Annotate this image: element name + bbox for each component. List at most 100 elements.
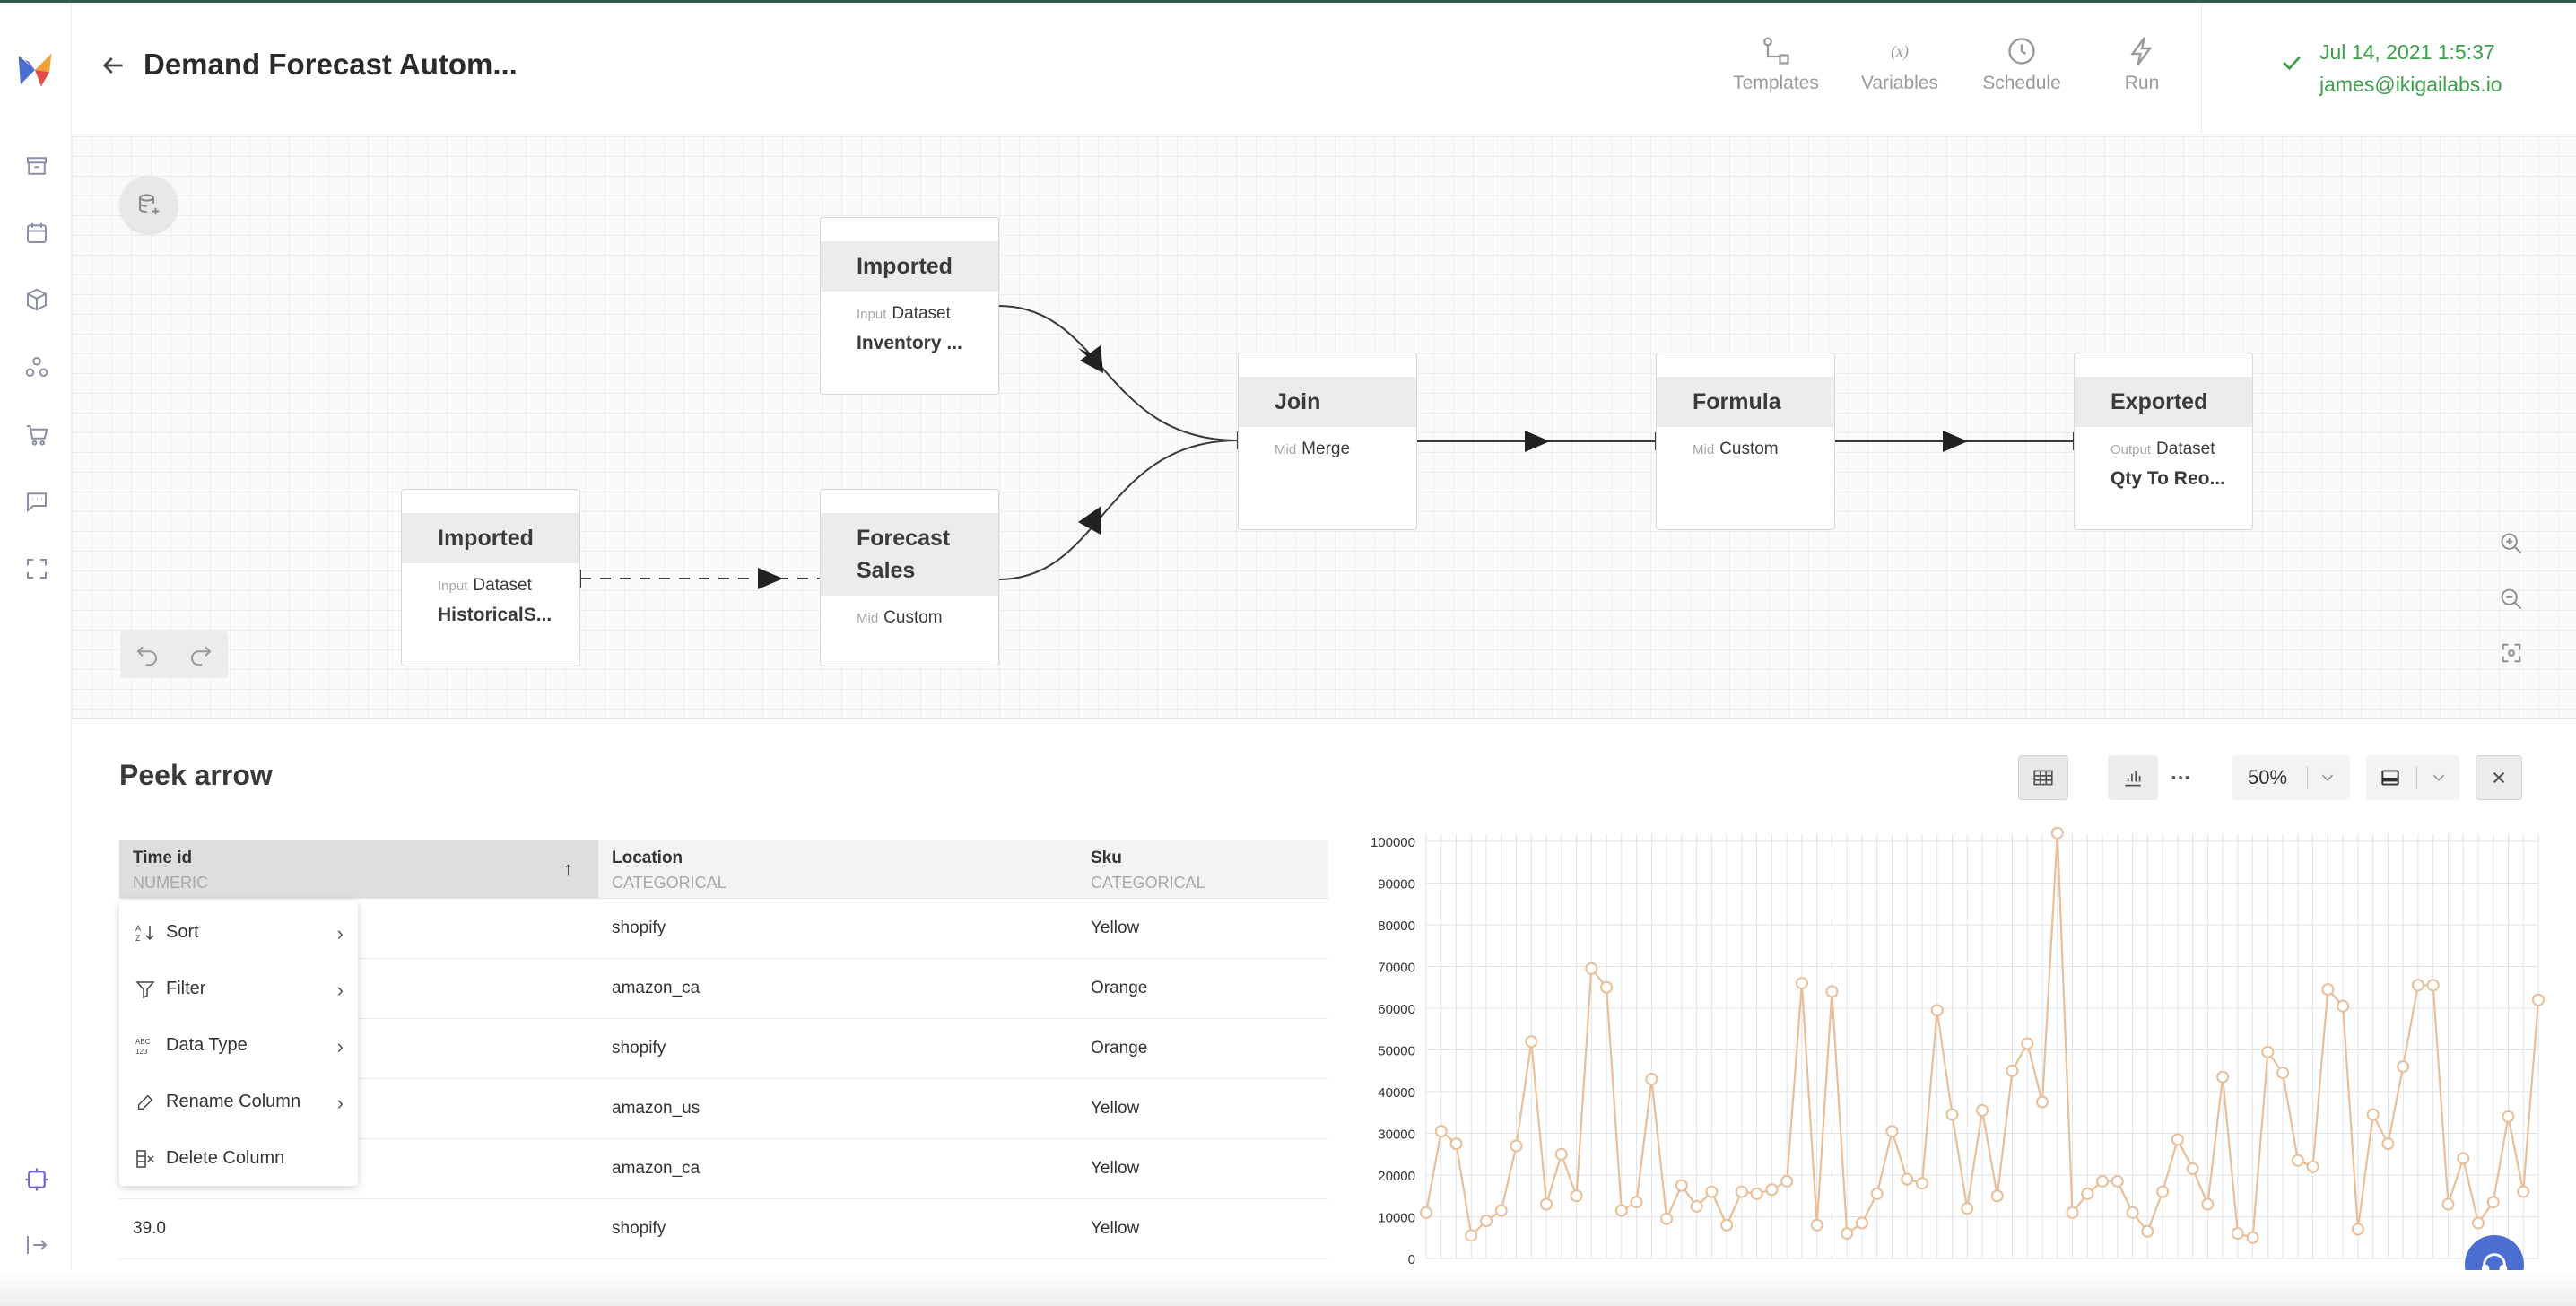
zoom-out-icon[interactable] [2493,581,2529,617]
chat-icon[interactable] [22,486,52,517]
redo-icon[interactable] [187,641,214,668]
cart-icon[interactable] [22,420,52,450]
more-options-button[interactable] [2158,755,2203,800]
data-point [1434,1125,1448,1138]
data-point [1930,1004,1944,1017]
data-point [2171,1133,2184,1146]
table-header: Time id NUMERIC ↑ Location CATEGORICAL S… [119,840,1328,899]
cell-location: amazon_ca [612,979,701,997]
templates-button[interactable]: Templates [1722,35,1830,94]
node-sub: Merge [1301,440,1351,458]
last-run-timestamp: Jul 14, 2021 1:5:37 [2319,40,2495,64]
data-point [2231,1227,2244,1241]
data-point [2276,1067,2290,1080]
data-table: Time id NUMERIC ↑ Location CATEGORICAL S… [119,840,1328,1259]
schedule-button[interactable]: Schedule [1968,35,2076,94]
undo-icon[interactable] [134,641,161,668]
data-point [1735,1185,1748,1198]
close-peek-button[interactable] [2476,755,2522,800]
data-point [2517,1185,2530,1198]
column-type: CATEGORICAL [1091,874,1205,892]
y-tick-label: 60000 [1378,1002,1415,1017]
data-point [2201,1197,2215,1211]
menu-item-filter[interactable]: Filter › [119,961,358,1017]
chevron-right-icon: › [336,1035,344,1058]
menu-item-delete-column[interactable]: Delete Column [119,1130,358,1187]
node-title: Imported [402,513,579,563]
column-header-time-id[interactable]: Time id NUMERIC ↑ [119,840,598,898]
y-tick-label: 100000 [1371,835,1415,850]
add-dataset-button[interactable] [120,176,178,233]
chart-view-button[interactable] [2108,755,2158,800]
data-point [2486,1196,2500,1209]
edge-forecast-join [997,440,1239,580]
integrations-icon[interactable] [22,1164,52,1195]
data-point [2441,1197,2455,1211]
rename-icon [134,1091,157,1114]
data-point [2381,1137,2395,1151]
schedule-icon [2008,38,2035,65]
back-arrow-icon[interactable] [99,51,127,80]
column-header-location[interactable]: Location CATEGORICAL [598,840,1077,898]
network-icon[interactable] [22,352,52,382]
node-title-line1: Forecast [857,526,951,551]
variables-label: Variables [1861,73,1938,93]
data-point [1765,1183,1779,1197]
table-row[interactable]: amazon_ca Orange [119,959,1328,1019]
user-email[interactable]: james@ikigailabs.io [2319,73,2502,96]
column-type: NUMERIC [133,874,208,892]
column-name: Sku [1091,849,1122,867]
sort-ascending-icon[interactable]: ↑ [563,858,573,880]
zoom-in-icon[interactable] [2493,526,2529,562]
column-header-sku[interactable]: Sku CATEGORICAL [1077,840,1328,898]
data-point [2050,826,2064,840]
layout-select[interactable] [2366,755,2459,800]
fit-view-icon[interactable] [2493,635,2529,671]
peek-title: Peek arrow [119,759,273,791]
pipeline-title[interactable]: Demand Forecast Autom... [144,48,518,81]
archive-icon[interactable] [22,151,52,181]
logout-icon[interactable] [22,1230,52,1260]
data-point [1810,1218,1823,1232]
data-point [1915,1177,1928,1190]
data-point [1660,1212,1674,1225]
zoom-select[interactable]: 50% [2232,755,2350,800]
calendar-icon[interactable] [22,218,52,248]
line-chart: 0100002000030000400005000060000700008000… [1371,826,2545,1267]
data-point [1961,1202,1974,1215]
cell-location: shopify [612,1039,666,1058]
node-dataset-name: Inventory ... [857,333,962,353]
panel-layout-icon [2381,770,2399,786]
menu-item-label: Delete Column [166,1148,285,1168]
data-point [1825,985,1839,998]
table-view-button[interactable] [2018,755,2068,800]
cell-sku: Yellow [1091,1159,1140,1178]
menu-item-rename-column[interactable]: Rename Column › [119,1074,358,1130]
data-point [1614,1204,1628,1217]
select-divider [2416,766,2417,789]
run-button[interactable]: Run [2088,35,2196,94]
box-icon[interactable] [22,284,52,315]
logo-icon[interactable] [13,48,57,92]
cell-sku: Orange [1091,979,1148,997]
variables-button[interactable]: (x) Variables [1846,35,1954,94]
top-accent-line [0,0,2576,3]
expand-icon[interactable] [22,553,52,584]
